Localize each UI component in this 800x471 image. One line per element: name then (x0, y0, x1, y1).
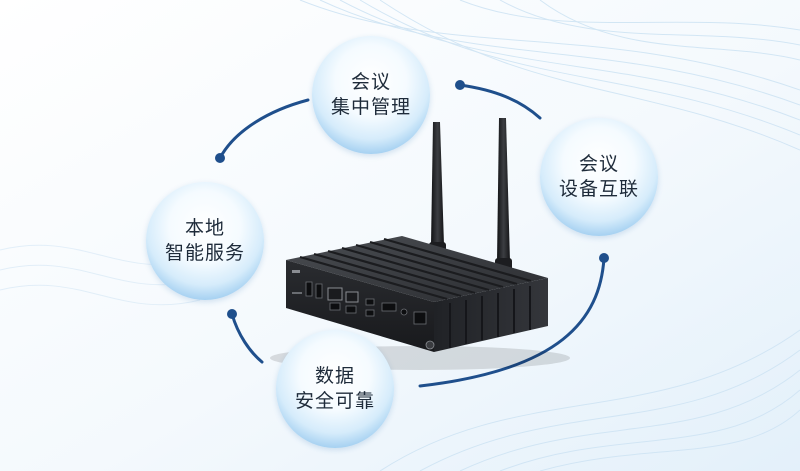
antenna-left (431, 122, 444, 245)
feature-line2: 智能服务 (164, 242, 245, 264)
feature-line1: 本地 (184, 217, 225, 239)
feature-bubble-data-security: 数据 安全可靠 (276, 330, 394, 448)
feature-bubble-local-intelligent-service: 本地 智能服务 (146, 182, 264, 300)
antenna-right (497, 118, 510, 262)
connector-arcs (218, 83, 606, 388)
feature-line1: 数据 (314, 365, 355, 387)
feature-line2: 设备互联 (558, 178, 639, 200)
feature-line1: 会议 (578, 153, 619, 175)
feature-bubble-device-interconnect: 会议 设备互联 (540, 118, 658, 236)
feature-line1: 会议 (350, 71, 391, 93)
feature-bubble-centralized-management: 会议 集中管理 (312, 36, 430, 154)
feature-line2: 集中管理 (330, 96, 411, 118)
feature-line2: 安全可靠 (294, 390, 375, 412)
front-ports (305, 281, 435, 350)
